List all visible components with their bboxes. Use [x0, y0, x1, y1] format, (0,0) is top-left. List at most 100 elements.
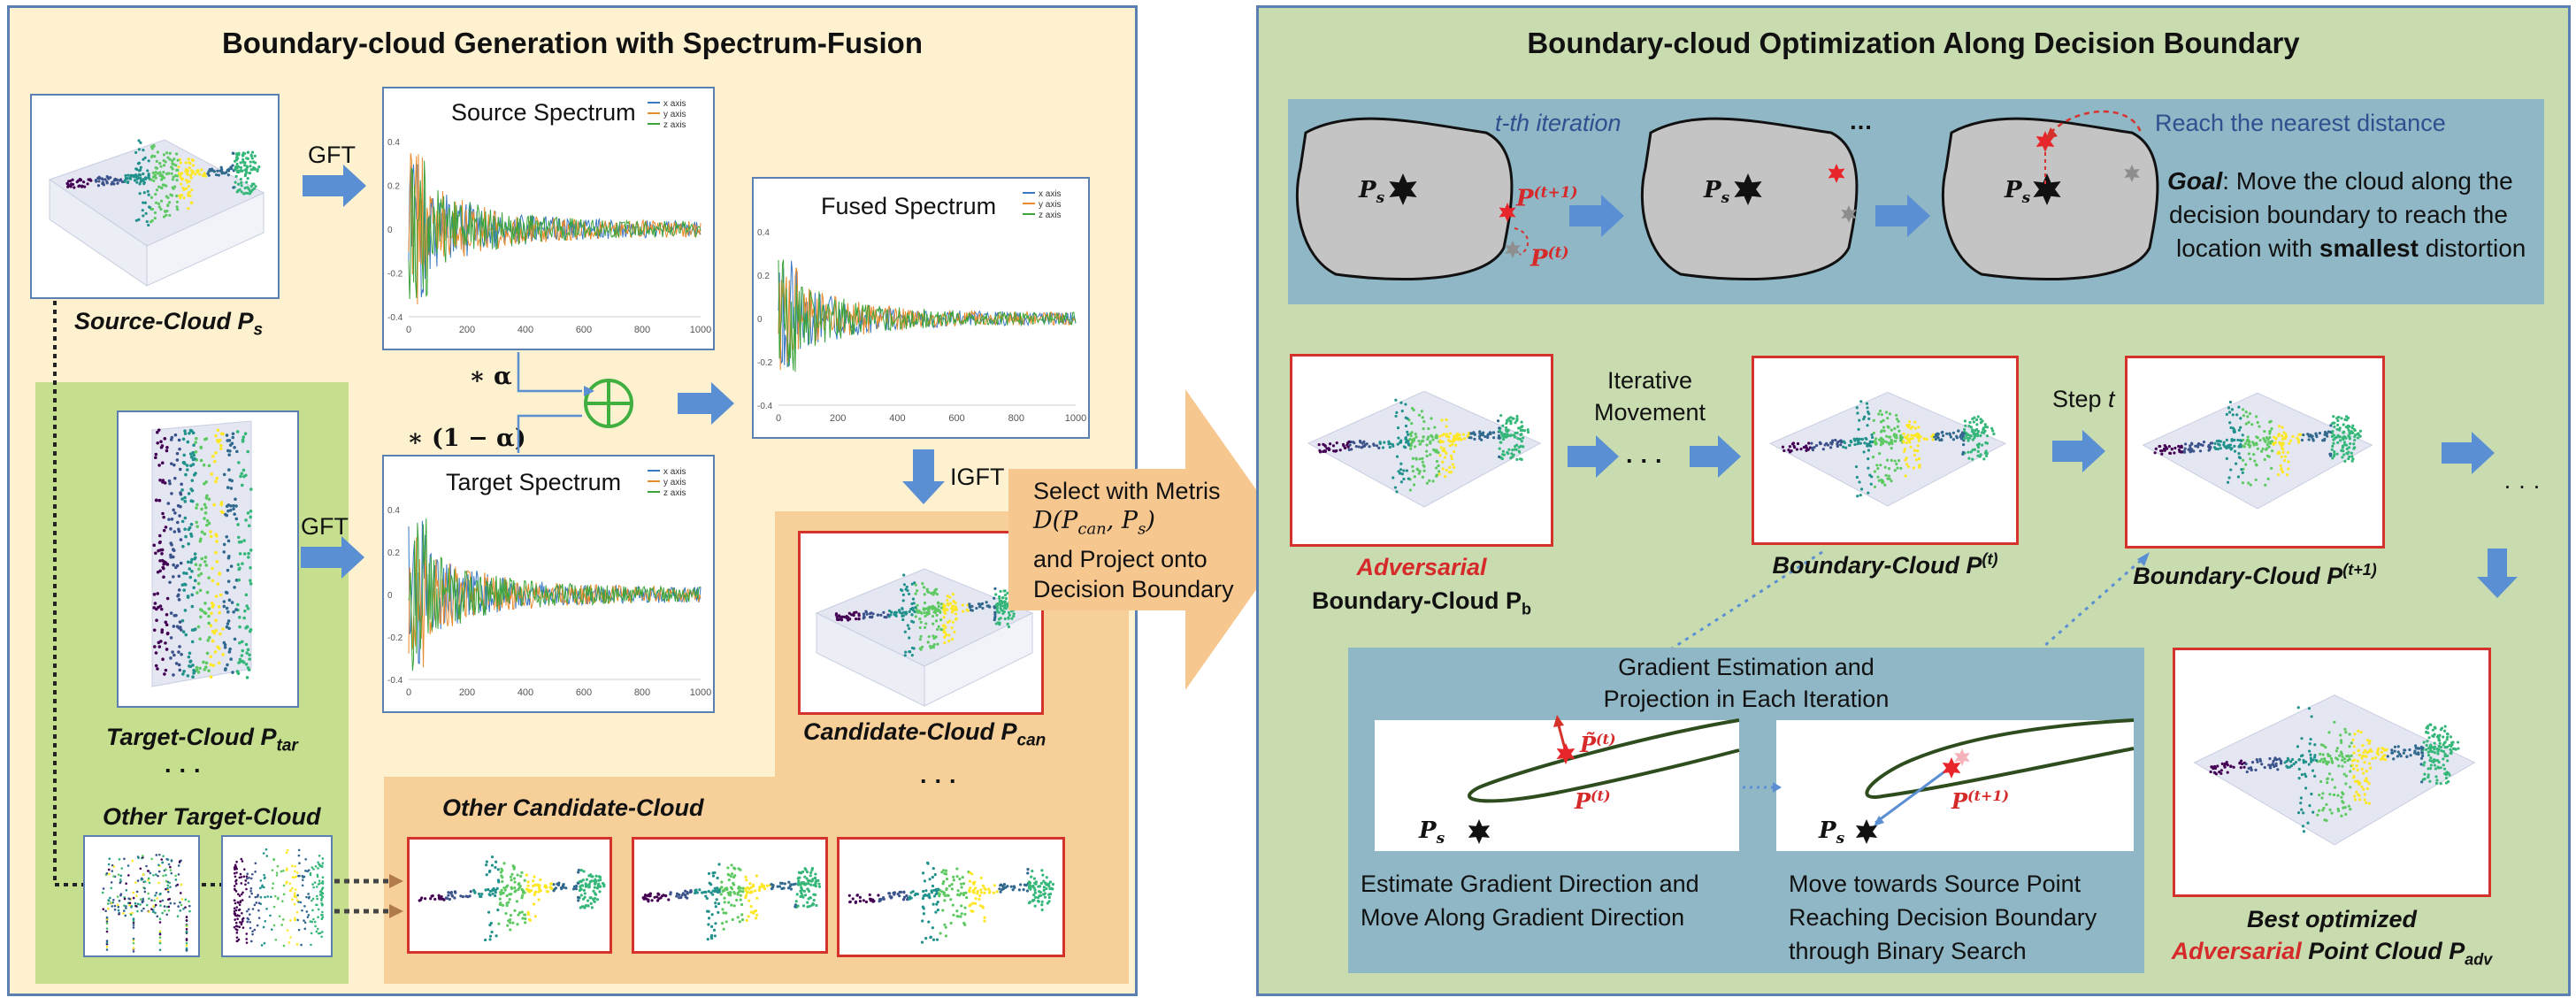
cloud-point: [1039, 894, 1043, 897]
cloud-point: [2213, 441, 2217, 445]
cloud-point: [587, 882, 591, 886]
cylinder-point: [321, 931, 324, 933]
cloud-point: [2310, 760, 2313, 763]
target-point: [203, 502, 207, 507]
cloud-point: [2396, 745, 2400, 748]
cloud-point: [1865, 402, 1869, 405]
cloud-point: [502, 903, 505, 908]
cloud-point: [745, 891, 748, 894]
cylinder-point: [296, 894, 299, 897]
cloud-point: [2302, 758, 2305, 763]
target-point: [154, 607, 158, 611]
cylinder-point: [303, 919, 305, 922]
chair-point: [105, 916, 109, 919]
cloud-point: [1799, 448, 1803, 451]
cloud-point: [921, 581, 924, 586]
target-point: [180, 497, 184, 501]
cylinder-point: [282, 870, 285, 872]
cloud-point: [1006, 604, 1009, 608]
cloud-point: [1940, 438, 1944, 442]
cloud-point: [2192, 449, 2196, 453]
cloud-point: [754, 889, 757, 893]
cloud-point: [118, 179, 122, 182]
cloud-point: [2226, 771, 2229, 774]
cylinder-point: [273, 894, 277, 898]
cloud-point: [550, 886, 554, 890]
cloud-point: [2280, 455, 2283, 458]
cloud-point: [579, 887, 583, 891]
cylinder-point: [233, 925, 236, 929]
select-line1: Select with Metris: [1033, 478, 1221, 504]
cloud-point: [2326, 763, 2329, 766]
chair-point: [169, 901, 172, 905]
target-point: [177, 650, 180, 654]
cloud-point: [1410, 421, 1414, 426]
target-point: [234, 504, 238, 508]
cloud-point: [1910, 433, 1913, 437]
chair-point: [185, 938, 188, 940]
target-point: [249, 579, 252, 583]
target-point: [192, 586, 196, 590]
other-target-label: Other Target-Cloud: [103, 803, 321, 830]
chair-point: [132, 917, 135, 920]
cloud-point: [166, 156, 170, 159]
cylinder-point: [233, 885, 236, 887]
target-point: [219, 443, 223, 448]
cloud-point: [1038, 890, 1041, 894]
cloud-point: [919, 648, 923, 651]
cloud-point: [488, 934, 493, 938]
cloud-point: [865, 612, 869, 616]
chair-point: [176, 915, 180, 917]
cloud-point: [2385, 748, 2388, 751]
cloud-point: [954, 606, 958, 610]
cloud-point: [2233, 444, 2236, 448]
cloud-point: [914, 592, 917, 595]
cloud-point: [1984, 454, 1989, 457]
cloud-point: [468, 894, 472, 898]
cloud-point: [459, 894, 463, 898]
cloud-point: [2392, 757, 2396, 761]
chair-point: [142, 897, 145, 901]
cylinder-point: [263, 877, 266, 880]
cylinder-point: [238, 925, 241, 929]
chair-point: [150, 899, 153, 901]
cloud-point: [2276, 472, 2281, 477]
cloud-point: [189, 176, 193, 180]
cloud-point: [1515, 418, 1519, 422]
cloud-point: [952, 878, 955, 882]
cloud-point: [2318, 794, 2321, 797]
cloud-point: [2428, 779, 2432, 783]
target-point: [183, 495, 187, 500]
cloud-point: [2348, 745, 2351, 748]
target-point: [226, 610, 230, 614]
cloud-point: [2287, 460, 2290, 464]
cloud-point: [498, 902, 502, 906]
target-point: [235, 430, 240, 433]
chair-point: [152, 873, 155, 877]
chair-point: [147, 892, 150, 895]
cloud-point: [126, 173, 130, 177]
cloud-point: [908, 897, 911, 901]
cloud-point: [1429, 453, 1432, 456]
cloud-point: [2258, 425, 2261, 428]
target-point: [238, 566, 242, 571]
cloud-point: [1979, 418, 1982, 421]
cloud-point: [1888, 412, 1892, 416]
target-point: [245, 676, 249, 679]
cloud-point: [901, 593, 905, 596]
cloud-point: [1501, 424, 1505, 427]
cloud-point: [2330, 448, 2334, 451]
cloud-point: [1368, 445, 1371, 449]
cylinder-point: [288, 882, 292, 885]
cloud-point: [1032, 886, 1036, 890]
cloud-point: [944, 633, 948, 637]
cloud-point: [533, 893, 536, 897]
cloud-point: [809, 896, 813, 900]
cloud-point: [133, 175, 136, 179]
cloud-point: [933, 873, 937, 877]
cloud-point: [803, 875, 807, 878]
cloud-point: [2332, 441, 2335, 445]
cylinder-point: [251, 930, 254, 933]
cloud-point: [1526, 430, 1530, 434]
target-point: [191, 431, 196, 435]
